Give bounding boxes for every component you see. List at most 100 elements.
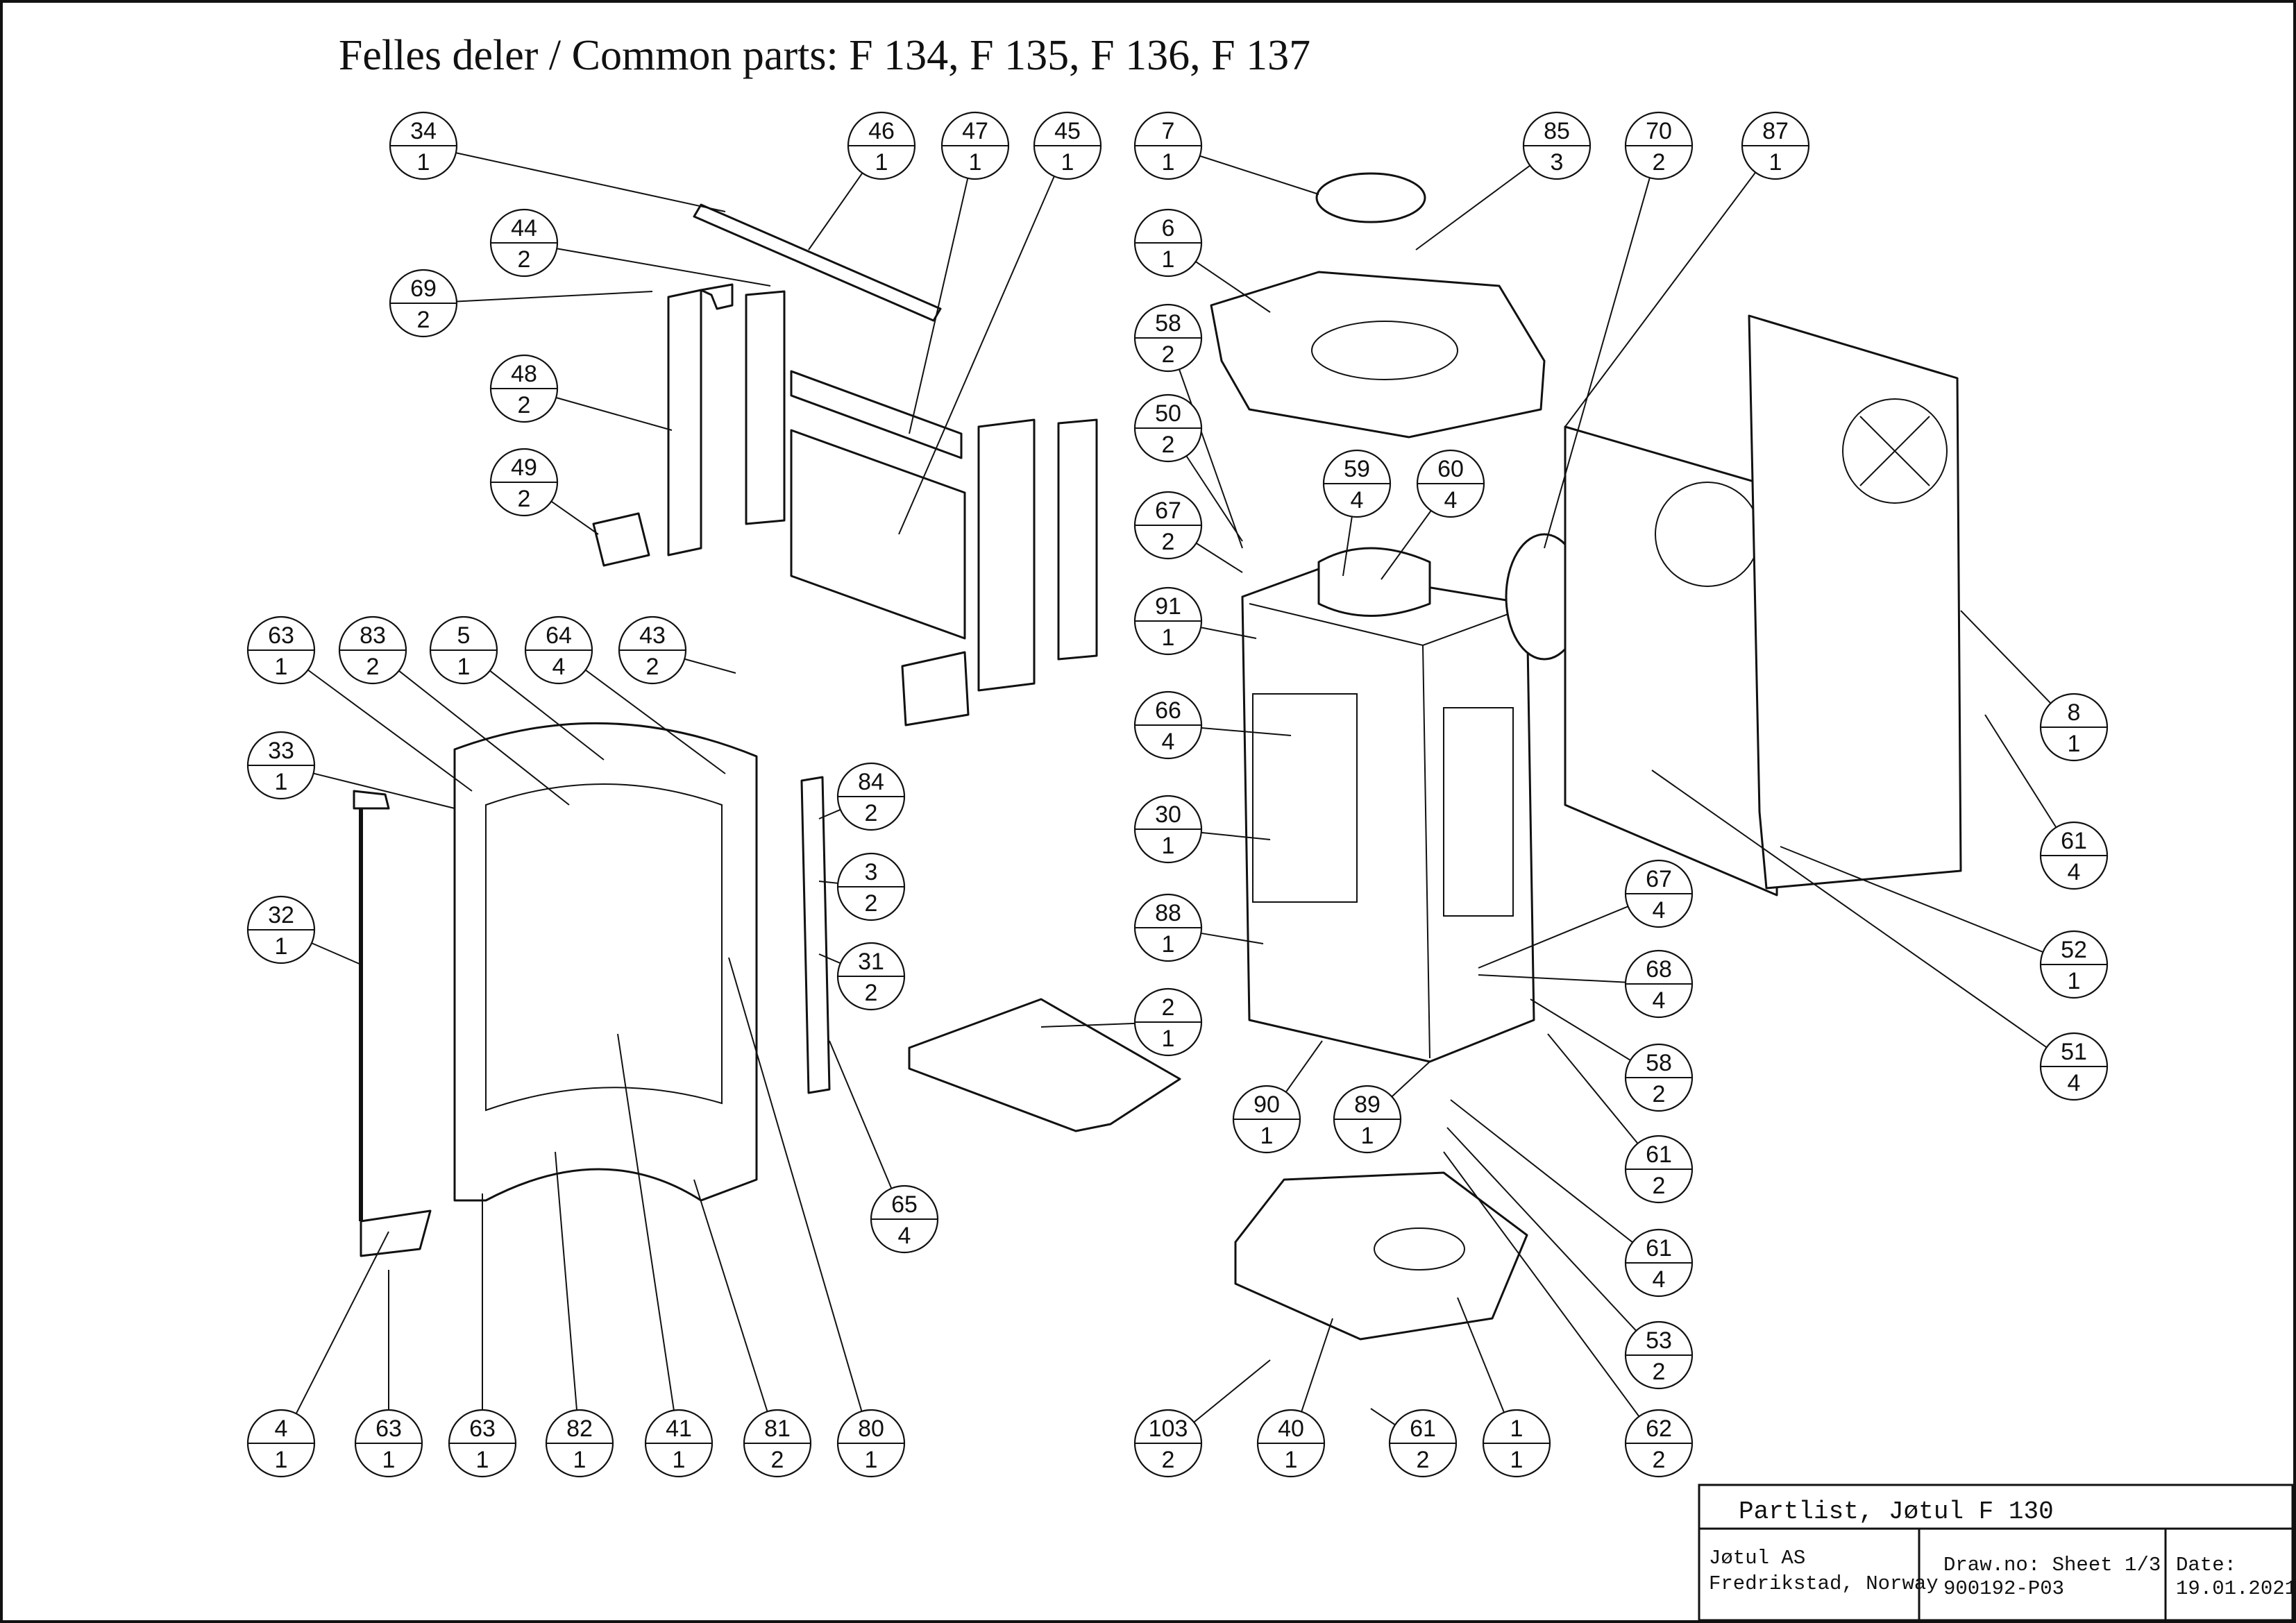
part-balloon-30: 301 (1133, 794, 1203, 864)
part-quantity: 1 (275, 769, 288, 795)
leader-b60 (1381, 510, 1432, 580)
leader-b103 (1193, 1359, 1271, 1423)
company-name: Jøtul AS (1709, 1547, 1805, 1570)
part-balloon-33: 331 (246, 731, 316, 800)
page-title: Felles deler / Common parts: F 134, F 13… (339, 32, 1310, 79)
part-49-block (592, 512, 650, 567)
leader-b3 (818, 881, 838, 884)
part-number: 8 (2068, 699, 2081, 726)
part-balloon-32: 321 (246, 895, 316, 965)
part-44-side-plate (745, 290, 786, 525)
part-balloon-62: 622 (1624, 1409, 1694, 1478)
part-balloon-61: 612 (1624, 1135, 1694, 1204)
part-quantity: 1 (1285, 1447, 1298, 1473)
part-balloon-50: 502 (1133, 393, 1203, 463)
part-number: 89 (1354, 1091, 1381, 1118)
part-number: 51 (2061, 1039, 2087, 1065)
part-quantity: 2 (865, 800, 878, 826)
leader-b61b (1547, 1033, 1639, 1144)
drawing-number-label: Draw.no: Sheet 1/3 (1943, 1554, 2161, 1577)
part-balloon-59: 594 (1322, 449, 1392, 518)
part-48-side-plate (667, 289, 702, 556)
leader-b30 (1201, 831, 1271, 840)
part-quantity: 2 (1162, 432, 1175, 458)
part-quantity: 1 (1162, 246, 1175, 273)
part-quantity: 4 (2068, 1070, 2081, 1096)
leader-b90 (1285, 1040, 1323, 1093)
part-quantity: 2 (1653, 1081, 1666, 1107)
part-quantity: 4 (2068, 859, 2081, 885)
part-quantity: 2 (417, 307, 430, 333)
part-quantity: 4 (1351, 487, 1364, 513)
part-number: 83 (360, 622, 386, 649)
part-number: 50 (1155, 400, 1181, 427)
balloon-layer: 3414614714514426924824927185370287161582… (246, 111, 2109, 1478)
part-balloon-5: 51 (429, 615, 498, 685)
part-balloon-4: 41 (246, 1409, 316, 1478)
part-quantity: 2 (1417, 1447, 1430, 1473)
part-quantity: 1 (875, 149, 888, 176)
part-balloon-80: 801 (836, 1409, 906, 1478)
part-number: 33 (268, 738, 294, 764)
leader-b66 (1201, 727, 1292, 736)
part-quantity: 2 (1162, 529, 1175, 555)
part-47-rear-plate (790, 370, 963, 459)
part-drawings (353, 172, 1962, 1341)
leader-b5 (489, 670, 605, 760)
part-quantity: 2 (771, 1447, 784, 1473)
part-number: 2 (1162, 994, 1175, 1021)
part-balloon-48: 482 (489, 354, 559, 423)
leader-b32 (311, 942, 362, 965)
part-balloon-41: 411 (644, 1409, 714, 1478)
part-46-deflector (693, 203, 942, 322)
part-quantity: 1 (2068, 731, 2081, 757)
part-quantity: 2 (646, 654, 659, 680)
part-number: 63 (268, 622, 294, 649)
part-87-rear-panel (1564, 425, 1782, 897)
part-number: 41 (666, 1416, 692, 1442)
part-84-strip (800, 776, 831, 1094)
leader-b62 (1443, 1151, 1640, 1417)
part-quantity: 2 (518, 392, 531, 418)
leader-b45 (898, 176, 1055, 535)
part-balloon-82: 821 (545, 1409, 614, 1478)
part-41-glass (485, 783, 723, 1112)
part-number: 30 (1155, 801, 1181, 828)
leader-b49 (550, 500, 599, 535)
part-balloon-63: 631 (354, 1409, 423, 1478)
part-quantity: 1 (865, 1447, 878, 1473)
part-number: 58 (1646, 1050, 1672, 1076)
part-quantity: 4 (1653, 897, 1666, 924)
part-number: 43 (639, 622, 666, 649)
part-number: 7 (1162, 118, 1175, 144)
part-balloon-68: 684 (1624, 949, 1694, 1019)
leader-b61c (1450, 1099, 1633, 1243)
part-30-body (1241, 568, 1535, 1063)
part-7-lid (1315, 172, 1426, 223)
part-balloon-85: 853 (1522, 111, 1592, 180)
leader-b63a (307, 669, 473, 792)
leader-b82 (555, 1151, 578, 1411)
part-quantity: 1 (969, 149, 982, 176)
part-balloon-31: 312 (836, 942, 906, 1011)
leader-b64 (584, 669, 726, 774)
part-quantity: 1 (382, 1447, 396, 1473)
part-number: 46 (868, 118, 895, 144)
part-quantity: 1 (1510, 1447, 1523, 1473)
part-quantity: 2 (1162, 341, 1175, 368)
leader-b1 (1457, 1297, 1505, 1413)
part-8-side-panel (1748, 314, 1962, 890)
part-balloon-53: 532 (1624, 1320, 1694, 1390)
leader-b7 (1199, 155, 1319, 195)
part-quantity: 2 (1653, 1359, 1666, 1385)
leader-b47 (909, 178, 969, 434)
part-quantity: 1 (1361, 1123, 1374, 1149)
part-number: 61 (1410, 1416, 1436, 1442)
part-quantity: 1 (1162, 931, 1175, 958)
part-balloon-91: 911 (1133, 586, 1203, 656)
part-number: 32 (268, 902, 294, 928)
part-number: 34 (410, 118, 437, 144)
part-quantity: 1 (417, 149, 430, 176)
part-number: 62 (1646, 1416, 1672, 1442)
part-1-base (1234, 1171, 1528, 1341)
